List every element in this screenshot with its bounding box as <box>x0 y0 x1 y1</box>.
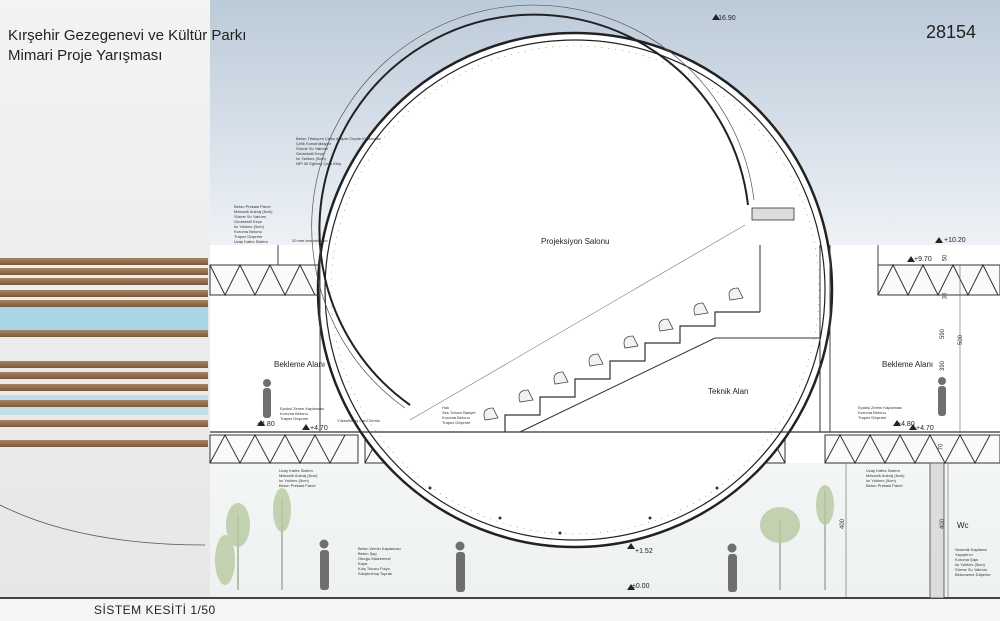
dimension-400-right: 400 <box>940 518 947 530</box>
facade-slat <box>0 278 208 285</box>
room-label-waiting-left: Bekleme Alanı <box>274 360 326 369</box>
dimension-500: 500 <box>958 334 965 346</box>
ground-slab <box>0 597 1000 621</box>
level-floor-left: +4.70 <box>310 425 328 432</box>
note-floor-mid: Yükseltilmiş Cam Zemin <box>337 418 380 423</box>
dimension-70: 70 <box>938 443 945 451</box>
level-floor-right-high: +4.80 <box>897 421 915 428</box>
facade-slat <box>0 300 208 307</box>
level-roof-right-high: +10.20 <box>944 237 966 244</box>
dimension-30: 30 <box>942 292 949 300</box>
facade-slat <box>0 268 208 275</box>
level-roof-right: +9.70 <box>914 256 932 263</box>
facade-slat <box>0 290 208 297</box>
project-title-line2: Mimari Proje Yarışması <box>8 47 163 64</box>
room-label-projection: Projeksiyon Salonu <box>541 237 610 246</box>
facade-slat <box>0 384 208 391</box>
level-dome-bottom: +1.52 <box>635 548 653 555</box>
dimension-50: 50 <box>942 254 949 262</box>
facade-slat <box>0 400 208 407</box>
room-label-wc: Wc <box>957 521 969 530</box>
note-skylight: 20 mm lamineli cam <box>292 238 328 243</box>
room-label-waiting-right: Bekleme Alanı <box>882 360 934 369</box>
level-ground: ±0.00 <box>632 583 650 590</box>
project-title-line1: Kırşehir Gezegenevi ve Kültür Parkı <box>8 27 247 44</box>
drawing-caption: SİSTEM KESİTİ 1/50 <box>94 603 216 617</box>
facade-slat <box>0 440 208 447</box>
level-top: +16.90 <box>714 15 736 22</box>
dimension-390: 390 <box>940 360 947 372</box>
dimension-400-mid: 400 <box>840 518 847 530</box>
facade-slat <box>0 420 208 427</box>
facade-slat <box>0 372 208 379</box>
facade-slat <box>0 258 208 265</box>
note-dome-layers: Beton Titanyum Çinko Alaşım Cephe Kaplam… <box>296 136 382 166</box>
level-floor-left-high: +4.80 <box>257 421 275 428</box>
entry-code: 28154 <box>926 22 977 42</box>
facade-slat <box>0 330 208 337</box>
level-floor-right: +4.70 <box>916 425 934 432</box>
dimension-590: 590 <box>940 328 947 340</box>
room-label-technical: Teknik Alan <box>708 387 749 396</box>
facade-slat <box>0 361 208 368</box>
